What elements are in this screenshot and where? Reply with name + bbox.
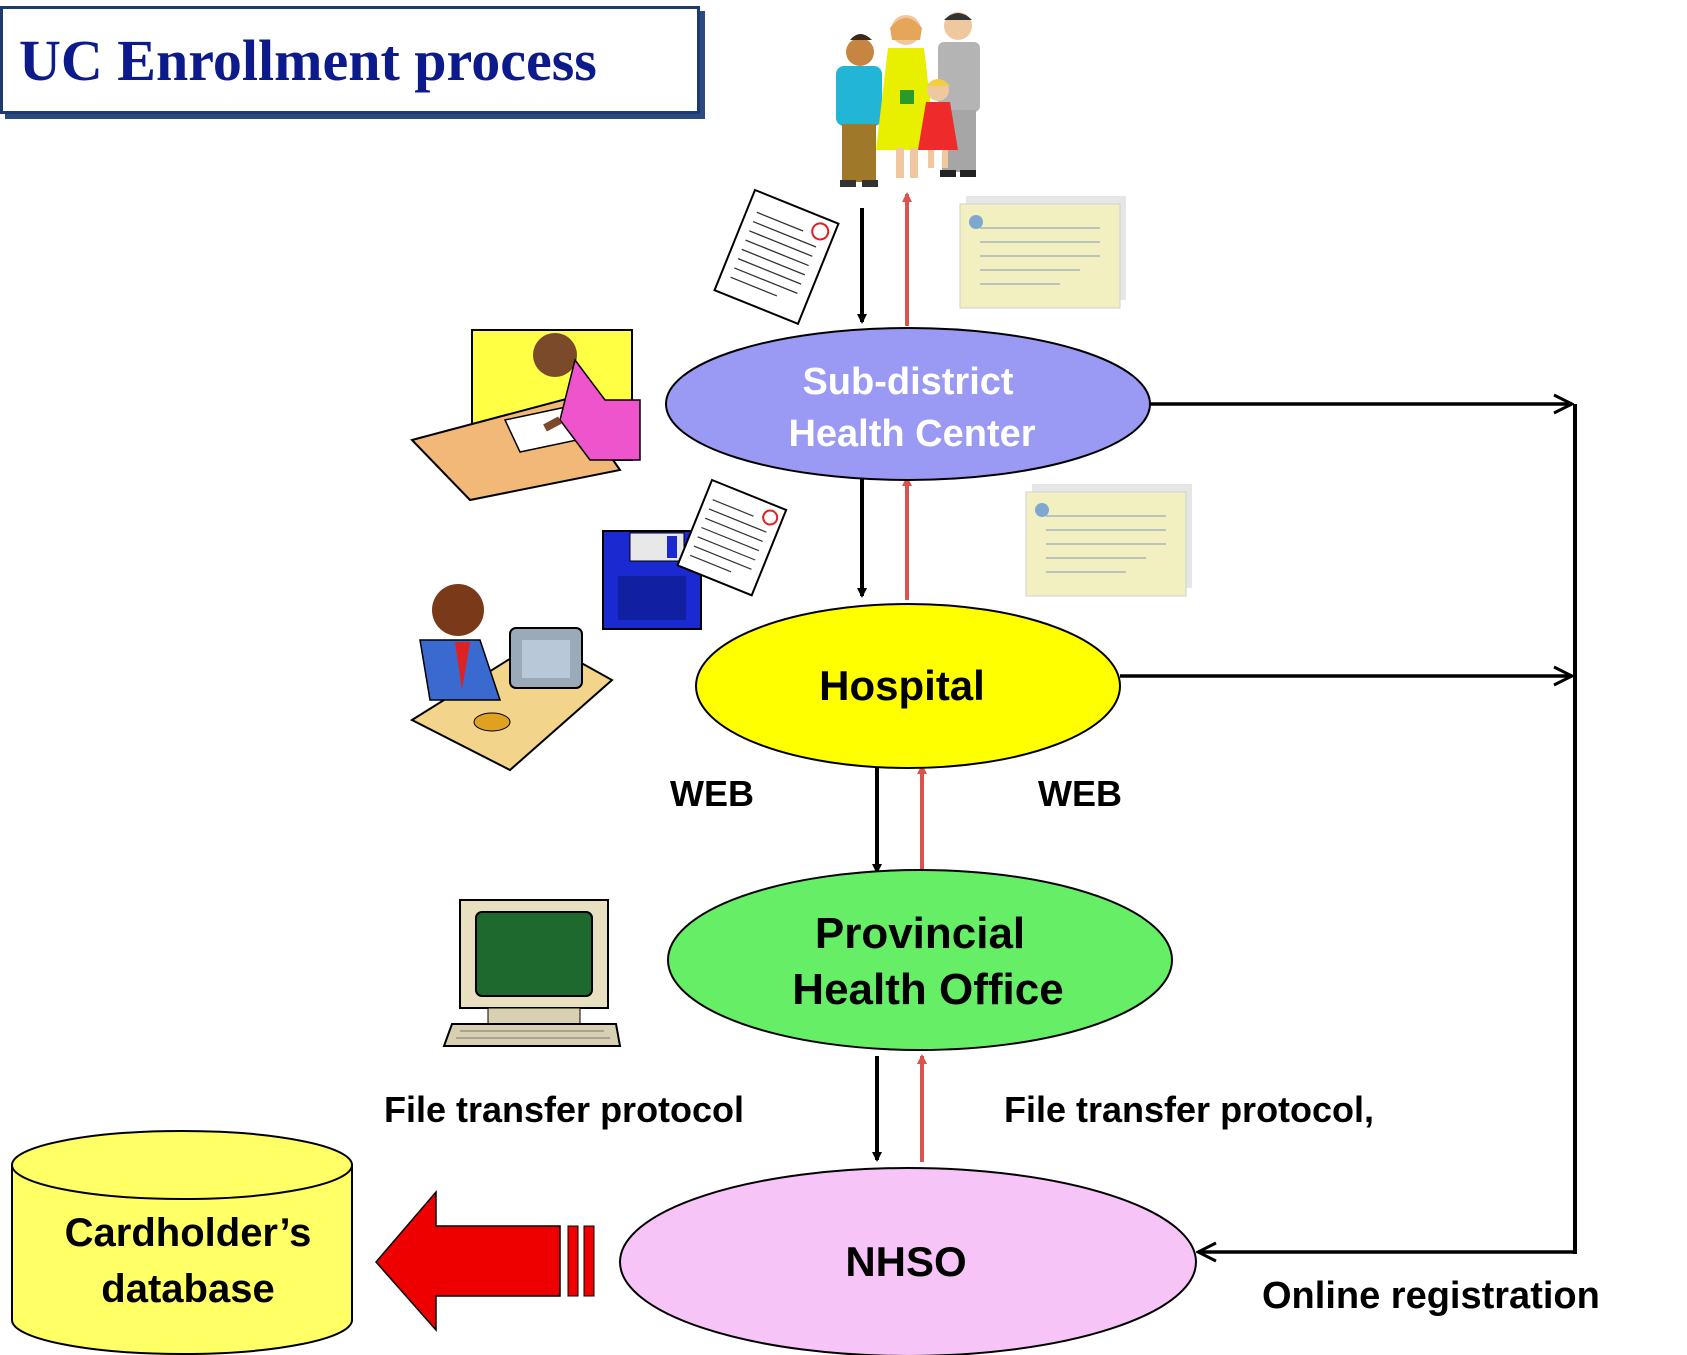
title-box: UC Enrollment process bbox=[0, 6, 700, 114]
id-card-icon bbox=[1025, 484, 1192, 597]
subdistrict-label-line1: Sub-district bbox=[802, 361, 1013, 403]
floppy-disk-icon bbox=[602, 530, 702, 630]
hospital-node: Hospital bbox=[695, 603, 1121, 769]
nhso-label: NHSO bbox=[845, 1238, 966, 1285]
web-label-right: WEB bbox=[1038, 773, 1122, 814]
big-red-arrow bbox=[375, 1189, 595, 1332]
application-form-icon bbox=[676, 478, 788, 597]
family-icon bbox=[836, 12, 980, 187]
hospital-label: Hospital bbox=[819, 662, 985, 709]
provincial-health-office-node: Provincial Health Office bbox=[667, 869, 1173, 1051]
database-cylinder-icon: Cardholder’s database bbox=[11, 1130, 353, 1355]
online-registration-label: Online registration bbox=[1262, 1275, 1600, 1317]
subdistrict-label-line2: Health Center bbox=[788, 413, 1035, 455]
ftp-label-right: File transfer protocol, bbox=[1004, 1089, 1374, 1130]
provincial-label-line2: Health Office bbox=[792, 965, 1063, 1014]
nhso-node: NHSO bbox=[619, 1167, 1197, 1355]
computer-terminal-icon bbox=[442, 899, 622, 1047]
application-form-icon bbox=[713, 188, 840, 326]
subdistrict-health-center-node: Sub-district Health Center bbox=[665, 327, 1151, 481]
ftp-label-left: File transfer protocol bbox=[384, 1089, 744, 1130]
database-label-line2: database bbox=[101, 1267, 274, 1311]
database-label-line1: Cardholder’s bbox=[65, 1211, 312, 1255]
provincial-label-line1: Provincial bbox=[815, 909, 1025, 958]
man-at-computer-icon bbox=[409, 584, 614, 772]
woman-writing-icon bbox=[410, 329, 641, 502]
id-card-icon bbox=[959, 196, 1126, 309]
page-title: UC Enrollment process bbox=[19, 27, 597, 93]
web-label-left: WEB bbox=[670, 773, 754, 814]
